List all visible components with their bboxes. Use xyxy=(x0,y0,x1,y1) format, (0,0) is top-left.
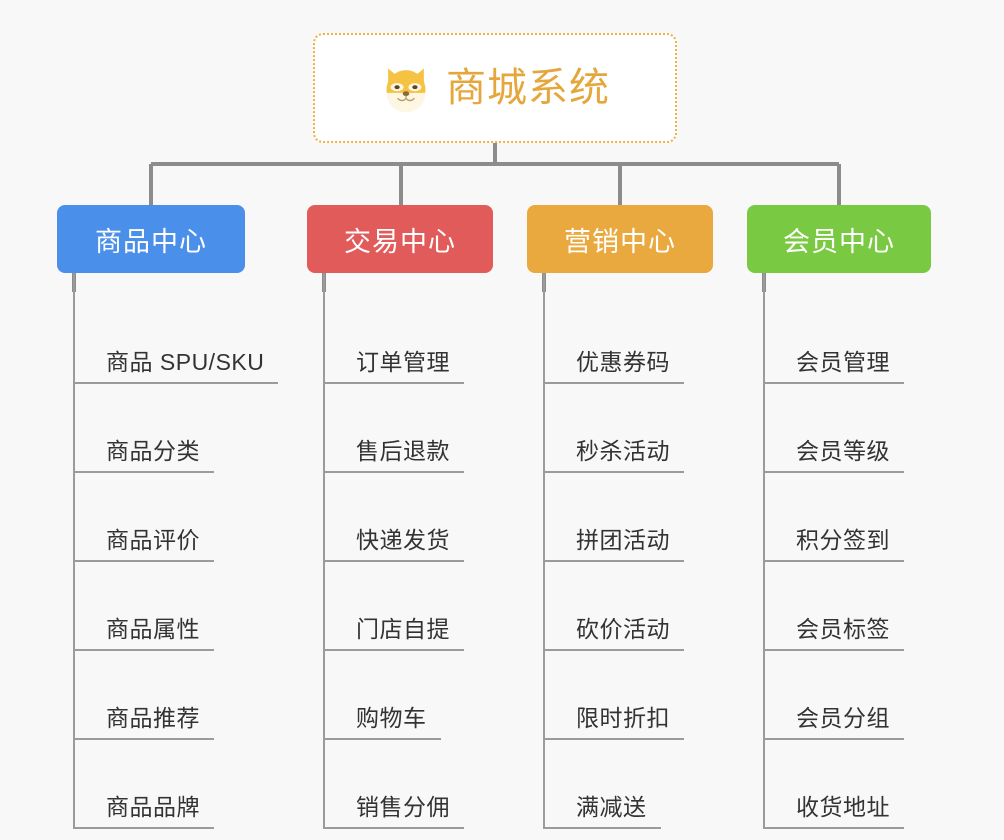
leaf-label: 门店自提 xyxy=(356,615,450,642)
leaf-item[interactable]: 会员分组 xyxy=(747,651,931,740)
leaf-label: 优惠券码 xyxy=(576,348,670,375)
leaf-label: 商品分类 xyxy=(106,437,200,464)
branch-header-product-center[interactable]: 商品中心 xyxy=(57,205,245,273)
leaf-item[interactable]: 商品分类 xyxy=(57,384,245,473)
leaf-list-marketing-center: 优惠券码 秒杀活动 拼团活动 砍价活动 限时折扣 满减送 xyxy=(527,273,713,829)
leaf-item[interactable]: 限时折扣 xyxy=(527,651,713,740)
leaf-label: 会员管理 xyxy=(796,348,890,375)
branch-product-center: 商品中心 商品 SPU/SKU 商品分类 商品评价 商品属性 商品推荐 商品品牌 xyxy=(57,205,279,829)
leaf-item[interactable]: 购物车 xyxy=(307,651,493,740)
shiba-dog-face-emoji xyxy=(380,62,432,114)
branch-marketing-center: 营销中心 优惠券码 秒杀活动 拼团活动 砍价活动 限时折扣 满减送 xyxy=(527,205,713,829)
leaf-item[interactable]: 商品属性 xyxy=(57,562,245,651)
leaf-item[interactable]: 积分签到 xyxy=(747,473,931,562)
leaf-list-member-center: 会员管理 会员等级 积分签到 会员标签 会员分组 收货地址 xyxy=(747,273,931,829)
leaf-label: 销售分佣 xyxy=(356,793,450,820)
leaf-label: 会员标签 xyxy=(796,615,890,642)
leaf-label: 会员等级 xyxy=(796,437,890,464)
leaf-label: 积分签到 xyxy=(796,526,890,553)
leaf-label: 商品品牌 xyxy=(106,793,200,820)
leaf-label: 订单管理 xyxy=(356,348,450,375)
leaf-item[interactable]: 砍价活动 xyxy=(527,562,713,651)
leaf-item[interactable]: 会员管理 xyxy=(747,295,931,384)
leaf-item[interactable]: 商品评价 xyxy=(57,473,245,562)
leaf-item[interactable]: 会员等级 xyxy=(747,384,931,473)
leaf-item[interactable]: 销售分佣 xyxy=(307,740,493,829)
leaf-item[interactable]: 满减送 xyxy=(527,740,713,829)
leaf-item[interactable]: 收货地址 xyxy=(747,740,931,829)
leaf-label: 砍价活动 xyxy=(576,615,670,642)
leaf-label: 会员分组 xyxy=(796,704,890,731)
leaf-label: 限时折扣 xyxy=(576,704,670,731)
branch-member-center: 会员中心 会员管理 会员等级 积分签到 会员标签 会员分组 收货地址 xyxy=(747,205,931,829)
leaf-label: 拼团活动 xyxy=(576,526,670,553)
branch-header-trade-center[interactable]: 交易中心 xyxy=(307,205,493,273)
leaf-item[interactable]: 快递发货 xyxy=(307,473,493,562)
leaf-label: 商品 SPU/SKU xyxy=(106,348,265,375)
leaf-item[interactable]: 优惠券码 xyxy=(527,295,713,384)
leaf-label: 秒杀活动 xyxy=(576,437,670,464)
leaf-list-trade-center: 订单管理 售后退款 快递发货 门店自提 购物车 销售分佣 xyxy=(307,273,493,829)
leaf-label: 满减送 xyxy=(576,793,647,820)
leaf-label: 商品推荐 xyxy=(106,704,200,731)
leaf-item[interactable]: 会员标签 xyxy=(747,562,931,651)
branch-trade-center: 交易中心 订单管理 售后退款 快递发货 门店自提 购物车 销售分佣 xyxy=(307,205,493,829)
leaf-label: 商品属性 xyxy=(106,615,200,642)
leaf-item[interactable]: 拼团活动 xyxy=(527,473,713,562)
leaf-label: 收货地址 xyxy=(796,793,890,820)
leaf-label: 商品评价 xyxy=(106,526,200,553)
leaf-item[interactable]: 订单管理 xyxy=(307,295,493,384)
leaf-list-product-center: 商品 SPU/SKU 商品分类 商品评价 商品属性 商品推荐 商品品牌 xyxy=(57,273,279,829)
branch-rail xyxy=(763,273,765,829)
branch-header-label: 营销中心 xyxy=(564,226,676,257)
leaf-item[interactable]: 秒杀活动 xyxy=(527,384,713,473)
leaf-item[interactable]: 商品推荐 xyxy=(57,651,245,740)
branch-header-label: 交易中心 xyxy=(344,226,456,257)
branch-header-label: 商品中心 xyxy=(95,226,207,257)
root-node[interactable]: 商城系统 xyxy=(313,33,677,143)
leaf-label: 售后退款 xyxy=(356,437,450,464)
branch-rail xyxy=(323,273,325,829)
branch-rail xyxy=(73,273,75,829)
branch-header-member-center[interactable]: 会员中心 xyxy=(747,205,931,273)
leaf-item[interactable]: 商品 SPU/SKU xyxy=(57,295,279,384)
root-title: 商城系统 xyxy=(446,66,610,110)
leaf-label: 购物车 xyxy=(356,704,427,731)
leaf-item[interactable]: 商品品牌 xyxy=(57,740,245,829)
leaf-item[interactable]: 售后退款 xyxy=(307,384,493,473)
branch-rail xyxy=(543,273,545,829)
branch-header-label: 会员中心 xyxy=(783,226,895,257)
leaf-item[interactable]: 门店自提 xyxy=(307,562,493,651)
leaf-label: 快递发货 xyxy=(356,526,450,553)
branch-header-marketing-center[interactable]: 营销中心 xyxy=(527,205,713,273)
